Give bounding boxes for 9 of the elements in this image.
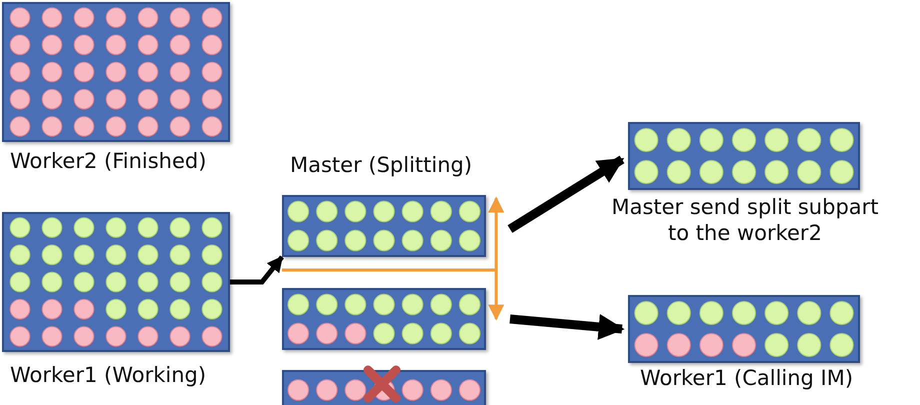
arrow	[510, 314, 625, 340]
node-label: Worker1 (Working)	[10, 362, 206, 388]
arrow	[508, 156, 624, 233]
arrow	[230, 255, 284, 284]
node-label: Master send split subpart to the worker2	[610, 194, 880, 246]
node-label: Master (Splitting)	[290, 152, 472, 178]
arrow	[488, 196, 504, 321]
node-label: Worker1 (Calling IM)	[640, 365, 854, 391]
node-label: Worker2 (Finished)	[10, 148, 206, 174]
